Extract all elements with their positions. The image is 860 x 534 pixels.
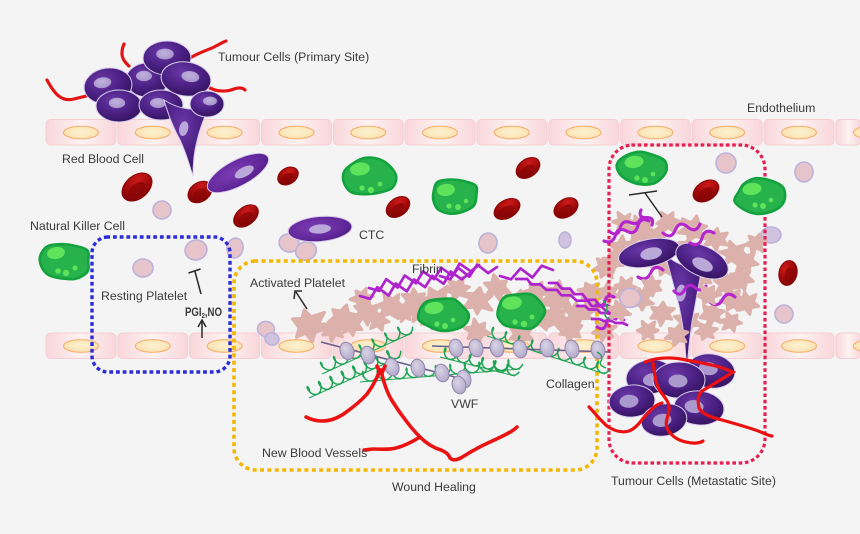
svg-text:VWF: VWF [451,397,479,411]
svg-text:Resting Platelet: Resting Platelet [101,289,188,303]
svg-text:Wound Healing: Wound Healing [392,480,476,494]
svg-text:Tumour Cells (Metastatic Site): Tumour Cells (Metastatic Site) [611,474,776,488]
svg-text:Natural Killer Cell: Natural Killer Cell [30,219,125,233]
svg-text:CTC: CTC [359,228,384,242]
svg-text:Endothelium: Endothelium [747,101,815,115]
svg-text:Activated Platelet: Activated Platelet [250,276,346,290]
svg-text:Tumour Cells (Primary Site): Tumour Cells (Primary Site) [218,50,369,64]
svg-text:PGI2,NO: PGI2,NO [185,305,222,320]
svg-text:Red Blood Cell: Red Blood Cell [62,152,144,166]
svg-text:Collagen: Collagen [546,377,595,391]
svg-text:Fibrin: Fibrin [412,262,443,276]
svg-text:New Blood Vessels: New Blood Vessels [262,446,367,460]
